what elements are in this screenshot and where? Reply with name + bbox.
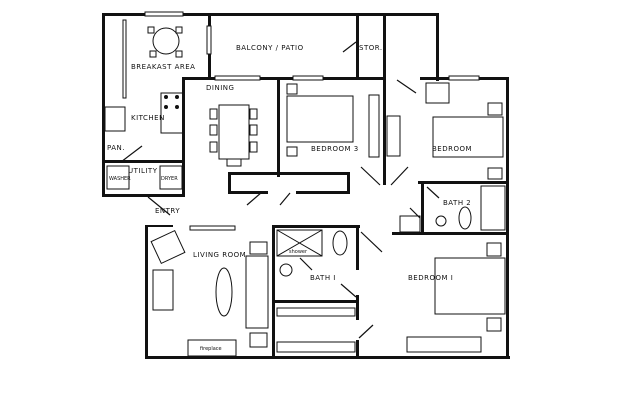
- label-bedroom-3: BEDROOM 3: [311, 145, 359, 153]
- label-entry: ENTRY: [155, 207, 180, 215]
- label-bath-2: BATH 2: [443, 199, 471, 207]
- room-labels: BREAKAST AREA BALCONY / PATIO STOR. DINI…: [107, 44, 472, 352]
- label-washer: WASHER: [109, 176, 131, 182]
- label-fireplace: fireplace: [200, 346, 222, 352]
- label-utility: UTILITY: [128, 167, 158, 175]
- label-storage: STOR.: [359, 44, 383, 52]
- label-balcony-patio: BALCONY / PATIO: [236, 44, 304, 52]
- windows: [144, 11, 480, 231]
- label-dining: DINING: [206, 84, 234, 92]
- label-bath-1: BATH I: [310, 274, 336, 282]
- furniture: [104, 19, 506, 357]
- label-breakfast-area: BREAKAST AREA: [131, 63, 195, 71]
- label-living-room: LIVING ROOM: [193, 251, 246, 259]
- label-dryer: DRYER: [161, 176, 178, 182]
- label-bedroom-2: BEDROOM: [432, 145, 472, 153]
- label-bedroom-1: BEDROOM I: [408, 274, 453, 282]
- door-swings: [120, 41, 440, 339]
- label-shower: shower: [289, 249, 308, 255]
- walls: [102, 13, 510, 359]
- label-kitchen: KITCHEN: [131, 114, 165, 122]
- label-pantry: PAN.: [107, 144, 125, 152]
